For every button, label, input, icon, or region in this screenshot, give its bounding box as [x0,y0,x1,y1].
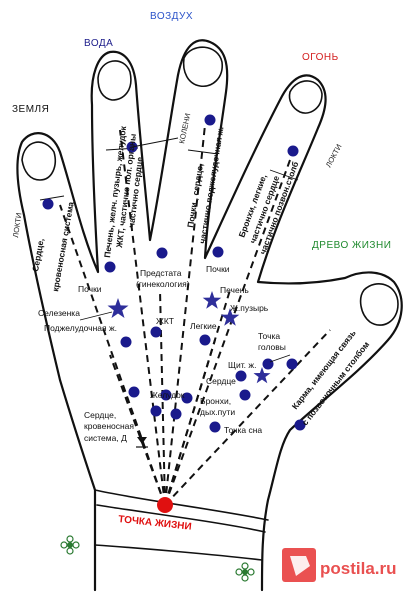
label-pochki-right: Почки [206,264,230,274]
leader-ring [131,137,179,148]
label-zhpuzyr: Ж.пузырь [230,303,269,313]
star-selezenka [107,298,129,318]
label-tochka-golovy-1: Точка [258,331,280,341]
leader-selezenka [79,311,113,321]
middle-nail [182,46,223,87]
label-podzhel: Поджелудочная ж. [44,323,117,333]
zhkt-dot [150,326,162,338]
label-serdce-krov-3: система, Д [84,433,127,443]
palm-dot-2 [160,389,172,401]
label-prostate-2: (гинекология) [136,279,190,289]
stars [107,291,271,384]
wrist-band-bottom [94,544,263,561]
label-legkie: Легкие [190,321,217,331]
palm-dot-6 [170,408,182,420]
little-nail [21,141,56,181]
label-serdce-krov-1: Сердце, [84,410,116,420]
label-bronhi-1: Бронхи, [200,396,231,406]
label-bronhi-2: дых.пути [200,407,235,417]
palm-dot-4 [239,389,251,401]
life-point-dot [157,497,173,513]
element-air: ВОЗДУХ [150,11,193,22]
down-arrow-icon [137,437,147,444]
side-knees: КОЛЕНИ [177,112,192,144]
label-selezenka: Селезенка [38,308,80,318]
label-shchit: Щит. ж. [228,360,256,370]
flower-icon [60,535,80,555]
label-zheludok: Желудок [150,390,185,400]
shchit-dot [262,358,274,370]
serdce-dot [235,370,247,382]
crease [187,149,219,155]
label-tochka-sna: Точка сна [224,425,262,435]
label-pochki-left: Почки [78,284,102,294]
side-right-elbow: ЛОКТИ [324,143,344,169]
ring-nail [97,60,132,101]
wrist-band-top [94,489,269,521]
little-line-1: Сердце, [30,238,46,273]
palm-dot-7 [294,419,306,431]
palm-dot-5 [150,405,162,417]
index-nail [288,80,323,114]
prostate-dot [156,247,168,259]
palm-dot-1 [128,386,140,398]
element-wood: ДРЕВО ЖИЗНИ [312,240,391,251]
star-pechen [202,291,222,309]
pochki-right-dot [212,246,224,258]
watermark: postila.ru [282,548,397,582]
middle-dot [204,114,216,126]
meridian-lines [59,124,331,506]
podzhel-dot [120,336,132,348]
hand-outline [16,39,403,592]
label-zhkt: ЖКТ [156,316,174,326]
star-zhpuzyr [220,308,240,326]
legkie-dot [199,334,211,346]
watermark-text: postila.ru [320,559,397,578]
index-dot [287,145,299,157]
pochki-left-dot [104,261,116,273]
flower-icon [235,562,255,582]
little-dot [42,198,54,210]
tochka-sna-dot [209,421,221,433]
side-left-elbow: ЛОКТИ [11,212,23,238]
little-line-2: кровеносная система [50,201,76,293]
leader-shchit [269,354,291,363]
label-serdce-krov-2: кровеносная [84,421,134,431]
label-prostate-1: Предстата [140,268,182,278]
palm-dot-3 [181,392,193,404]
label-pechen: Печень [220,285,249,295]
wrist-band-mid [96,504,266,533]
element-fire: ОГОНЬ [302,52,339,63]
element-water: ВОДА [84,38,113,49]
label-serdce: Сердце [206,376,236,386]
crease [39,195,65,201]
element-earth: ЗЕМЛЯ [12,104,49,115]
star-shchit [253,367,271,384]
tochka-golovy-dot [286,358,298,370]
label-tochka-golovy-2: головы [258,342,286,352]
thumb-nail [359,283,399,326]
